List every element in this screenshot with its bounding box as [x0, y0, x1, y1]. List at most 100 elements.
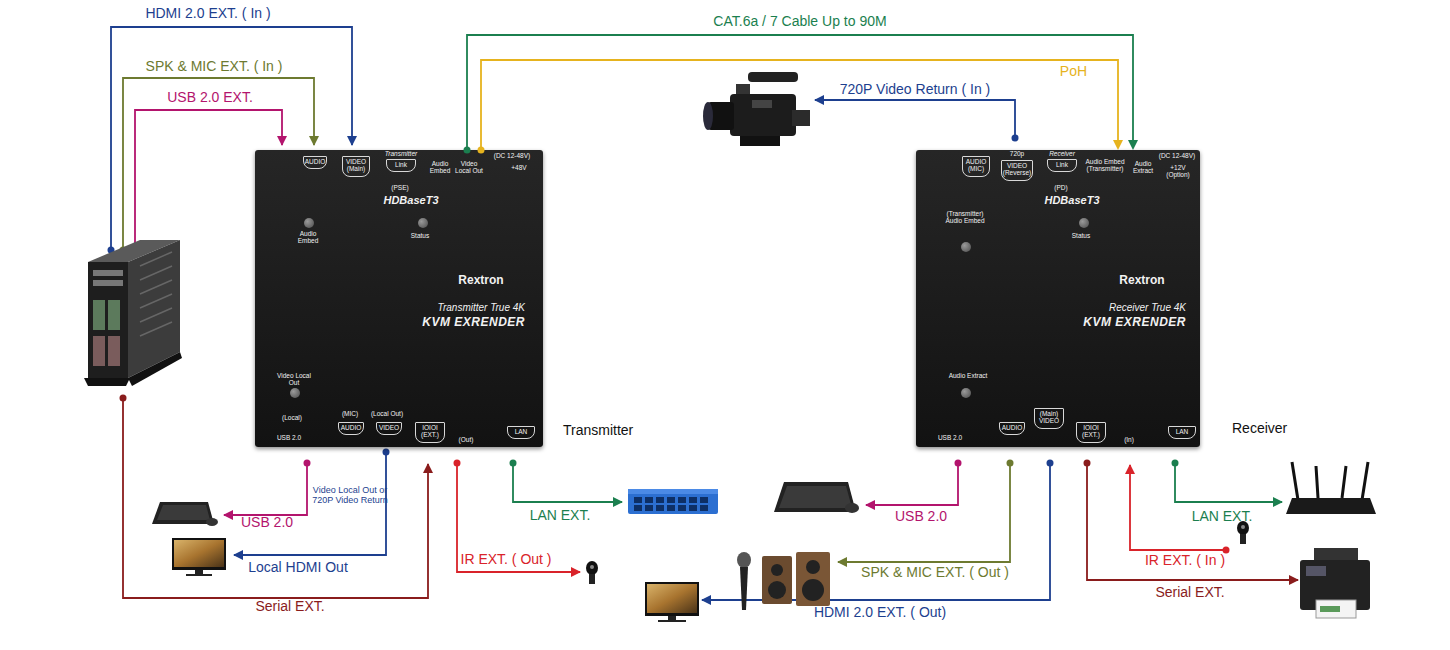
cable-label: IR EXT. ( In ): [1145, 553, 1225, 568]
camera-mic: [748, 72, 798, 82]
cable-label: USB 2.0 EXT.: [167, 90, 253, 105]
switch-top: [628, 489, 718, 494]
panel-label: Audio Embed (Transmitter): [1082, 158, 1128, 173]
panel-label: (Transmitter) Audio Embed: [940, 210, 990, 225]
connector-label: PoH: [1060, 64, 1087, 79]
ir-lens: [590, 565, 594, 569]
port-label: Link: [1047, 159, 1077, 172]
drive-bay: [108, 336, 120, 366]
printer: [1300, 548, 1370, 618]
panel-label: (DC 12-48V): [1154, 152, 1200, 159]
cable-line: [467, 35, 1133, 150]
wire-dot: [304, 460, 311, 467]
monitor-frame: [645, 582, 699, 616]
cable-label: SPK & MIC EXT. ( In ): [146, 59, 283, 74]
panel-label: +48V: [505, 164, 533, 171]
camera-panel: [752, 100, 772, 108]
port-label: IOIOI (EXT.): [415, 422, 445, 443]
extender-unit: TransmitterAUDIOVIDEO (Main)TransmitterL…: [255, 150, 543, 447]
switch-body: [628, 489, 718, 514]
keyboard-body: [774, 482, 856, 512]
port-label: VIDEO (Reverse): [1001, 160, 1033, 181]
keyboard-keys: [157, 505, 210, 520]
panel-label: (PD): [1046, 184, 1076, 191]
ir-cable: [589, 574, 595, 584]
panel-label: USB 2.0: [269, 434, 309, 441]
keyboard-mouse: [774, 482, 859, 513]
product-name: KVM EXRENDER: [1036, 316, 1186, 330]
port-label: AUDIO: [303, 156, 327, 169]
microphone-speakers: [737, 552, 830, 610]
wire-dot: [510, 460, 517, 467]
wire-dot: [383, 449, 390, 456]
panel-label: USB 2.0: [930, 434, 970, 441]
camera-handle: [736, 84, 750, 94]
keyboard-keys: [779, 486, 852, 508]
computer-tower: [84, 240, 182, 386]
cable-label: Local HDMI Out: [248, 560, 348, 575]
wire-dot: [1084, 460, 1091, 467]
monitor-screen: [174, 540, 224, 567]
port-label: VIDEO (Main): [342, 156, 370, 177]
unit-heading: Receiver: [1232, 420, 1312, 436]
tower-foot: [84, 378, 130, 386]
brand-name: Rextron: [1112, 274, 1172, 288]
speaker: [762, 556, 792, 604]
cable-label: LAN EXT.: [1192, 509, 1253, 524]
status-led: [418, 218, 428, 228]
panel-label: Audio Extract: [948, 372, 988, 379]
monitor-screen: [647, 584, 697, 613]
port-label: AUDIO (MIC): [962, 156, 990, 177]
router-antenna: [1292, 462, 1298, 500]
keyboard-mouse: [152, 502, 218, 526]
port-label: Link: [386, 159, 416, 172]
port-label: LAN: [1168, 426, 1196, 439]
port-label: AUDIO: [999, 422, 1025, 435]
panel-label: (PSE): [385, 184, 415, 191]
panel-label: (Out): [453, 436, 479, 443]
cable-label: SPK & MIC EXT. ( Out ): [861, 565, 1009, 580]
wire-dot: [955, 460, 962, 467]
video-camera: [703, 72, 810, 146]
network-switch: [628, 489, 718, 514]
wire-dot: [1012, 135, 1019, 142]
port-label: LAN: [507, 426, 535, 439]
tower-vents: [140, 252, 172, 336]
printer-paper: [1316, 600, 1356, 618]
panel-label: Transmitter: [379, 150, 423, 157]
extender-unit: ReceiverAUDIO (MIC)720pVIDEO (Reverse)Re…: [916, 150, 1200, 447]
mouse: [206, 518, 218, 526]
monitor-stand: [195, 570, 203, 574]
unit-heading: Transmitter: [563, 422, 653, 438]
router: [1286, 462, 1376, 514]
router-antenna: [1316, 466, 1318, 498]
port-label: IOIOI (EXT.): [1076, 422, 1106, 443]
cable-label: 720P Video Return ( In ): [840, 82, 990, 97]
printer-top: [1314, 548, 1358, 560]
status-led: [961, 388, 971, 398]
panel-label: (DC 12-48V): [487, 152, 537, 159]
wire-dots: [108, 135, 1230, 554]
ir-cable: [1240, 534, 1246, 544]
monitor: [645, 582, 699, 622]
usb-wire: [224, 463, 307, 515]
tower-foot: [128, 352, 182, 386]
tower-front: [88, 262, 128, 378]
drive-bay: [93, 280, 123, 286]
port-label: AUDIO: [338, 422, 364, 435]
wire-dot: [1007, 460, 1014, 467]
panel-label: 720p: [1004, 150, 1030, 157]
cable-label: Serial EXT.: [1155, 585, 1224, 600]
status-led: [290, 388, 300, 398]
router-antenna: [1342, 466, 1346, 498]
lan-wire: [513, 463, 622, 502]
panel-label: Status: [404, 232, 436, 239]
panel-label: (MIC): [335, 410, 365, 417]
panel-label: Status: [1065, 232, 1097, 239]
ir-wire: [1130, 465, 1226, 550]
drive-bay: [93, 300, 105, 330]
status-led: [1079, 218, 1089, 228]
switch-ports: [634, 497, 708, 511]
printer-paper-print: [1320, 606, 1340, 612]
router-antenna: [1362, 462, 1368, 500]
